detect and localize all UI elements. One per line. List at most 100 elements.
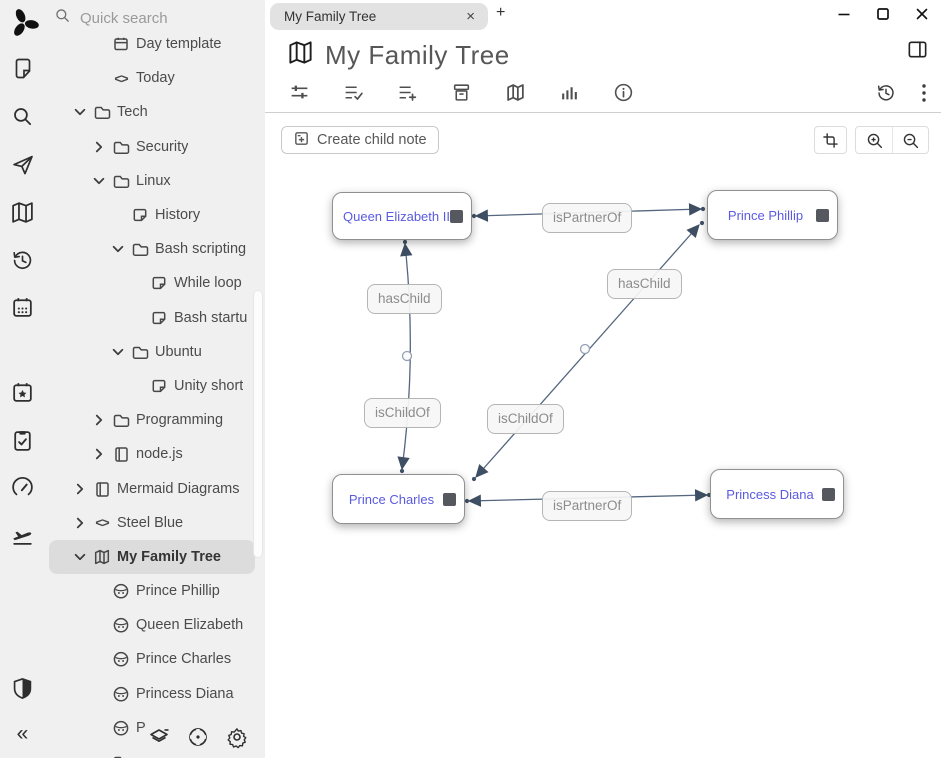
zoom-in-icon[interactable] [856,127,892,153]
chevron-right-icon[interactable] [70,481,90,497]
chevron-down-icon[interactable] [70,549,90,565]
tree-item-bash-startup[interactable]: Bash startu [45,301,265,335]
owned-attributes-icon[interactable] [343,82,364,108]
edge-label-ispartnerof[interactable]: isPartnerOf [542,203,633,233]
new-tab-button[interactable]: + [496,4,506,21]
search-icon[interactable] [0,105,45,128]
calendar-star-icon[interactable] [0,380,45,405]
tree-item-prince-phillip[interactable]: Prince Phillip [45,574,265,608]
tree-item-mermaid-diagrams[interactable]: Mermaid Diagrams [45,471,265,505]
chevron-down-icon[interactable] [108,344,128,360]
main-pane: My Family Tree × + My Family Tree [265,0,941,758]
note-info-icon[interactable] [559,82,580,108]
tab-my-family-tree[interactable]: My Family Tree × [270,3,488,30]
reset-pan-zoom-button[interactable] [814,126,847,154]
kebab-menu-icon[interactable] [921,83,927,108]
tree-item-history[interactable]: History [45,198,265,232]
tree-item-today[interactable]: <>Today [45,61,265,95]
tree-item-day-template[interactable]: Day template [45,27,265,61]
book-icon [90,480,114,498]
person-icon [109,685,133,703]
recent-changes-icon[interactable] [0,248,45,273]
maximize-icon[interactable] [876,7,890,26]
chevron-right-icon[interactable] [89,446,109,462]
page-title[interactable]: My Family Tree [325,39,510,70]
folder-icon [128,240,152,258]
target-icon[interactable] [186,725,210,754]
close-icon[interactable] [915,7,929,26]
map-node-prince-charles[interactable]: Prince Charles [332,474,465,524]
tree-item-partial[interactable]: P [45,711,265,745]
tree-item-ubuntu[interactable]: Ubuntu [45,335,265,369]
chevron-right-icon[interactable] [70,515,90,531]
tab-close-icon[interactable]: × [466,8,475,25]
basic-properties-icon[interactable] [289,82,310,108]
map-icon [90,548,114,566]
tree-scrollbar[interactable] [253,290,263,558]
calendar-icon[interactable] [0,295,45,320]
tree-item-nodejs[interactable]: node.js [45,437,265,471]
trilium-logo[interactable] [0,6,45,40]
edge-label-haschild[interactable]: hasChild [367,284,442,314]
revisions-icon[interactable] [875,82,897,109]
quick-search-placeholder: Quick search [80,9,168,27]
quick-search[interactable]: Quick search [45,0,265,36]
node-drag-handle[interactable] [450,209,463,223]
map-node-prince-phillip[interactable]: Prince Phillip [707,190,838,240]
map-node-princess-diana[interactable]: Princess Diana [710,469,844,519]
new-note-icon[interactable] [0,57,45,81]
info-icon[interactable] [613,82,634,108]
layers-icon[interactable] [147,725,171,754]
minimize-icon[interactable] [837,7,851,26]
edge-label-ischildof[interactable]: isChildOf [487,404,564,434]
map-node-queen-elizabeth[interactable]: Queen Elizabeth II [332,192,472,240]
protected-session-icon[interactable] [0,676,45,701]
collapse-pane-icon[interactable]: « [16,722,29,745]
note-icon [147,377,171,395]
tree-item-princess-diana[interactable]: Princess Diana [45,677,265,711]
tree-item-while-loop[interactable]: While loop [45,266,265,300]
relation-map-icon[interactable] [0,200,45,225]
tree-item-steel-blue[interactable]: <>Steel Blue [45,506,265,540]
task-list-icon[interactable] [0,428,45,453]
relation-map-icon[interactable] [505,82,526,108]
tree-item-tech[interactable]: Tech [45,95,265,129]
edge-label-ispartnerof[interactable]: isPartnerOf [542,491,633,521]
person-icon [109,650,133,668]
node-drag-handle[interactable] [816,208,829,222]
relation-map-canvas[interactable]: Create child note [265,113,941,758]
tree-item-bash-scripting[interactable]: Bash scripting [45,232,265,266]
right-pane-toggle-icon[interactable] [906,38,929,66]
tree-item-queen-elizabeth[interactable]: Queen Elizabeth [45,608,265,642]
tree-item-security[interactable]: Security [45,130,265,164]
edge-label-haschild[interactable]: hasChild [607,269,682,299]
gauge-icon[interactable] [0,475,45,500]
ribbon-divider [265,112,941,113]
travel-icon[interactable] [0,523,45,548]
launcher-bar: « [0,0,45,758]
tree-item-linux[interactable]: Linux [45,164,265,198]
chevron-down-icon[interactable] [89,173,109,189]
chevron-down-icon[interactable] [108,241,128,257]
tree-item-programming[interactable]: Programming [45,403,265,437]
note-tree: Day template <>Today Tech Security Linux… [45,27,265,758]
settings-gear-icon[interactable] [225,725,249,754]
chevron-down-icon[interactable] [70,104,90,120]
jump-to-icon[interactable] [0,153,45,177]
inherited-attributes-icon[interactable] [397,82,418,108]
tab-title: My Family Tree [284,9,377,24]
create-child-note-button[interactable]: Create child note [281,126,439,154]
chevron-right-icon[interactable] [89,412,109,428]
chevron-right-icon[interactable] [89,139,109,155]
tree-item-my-family-tree[interactable]: My Family Tree [49,539,255,574]
tree-item-unity-shortcuts[interactable]: Unity short [45,369,265,403]
zoom-out-icon[interactable] [892,127,928,153]
note-title-row: My Family Tree [265,32,941,78]
edge-label-ischildof[interactable]: isChildOf [364,398,441,428]
tree-item-prince-charles[interactable]: Prince Charles [45,642,265,676]
node-drag-handle[interactable] [443,492,456,506]
archive-icon[interactable] [451,82,472,108]
node-drag-handle[interactable] [822,487,835,501]
ribbon-toolbar [265,78,941,112]
